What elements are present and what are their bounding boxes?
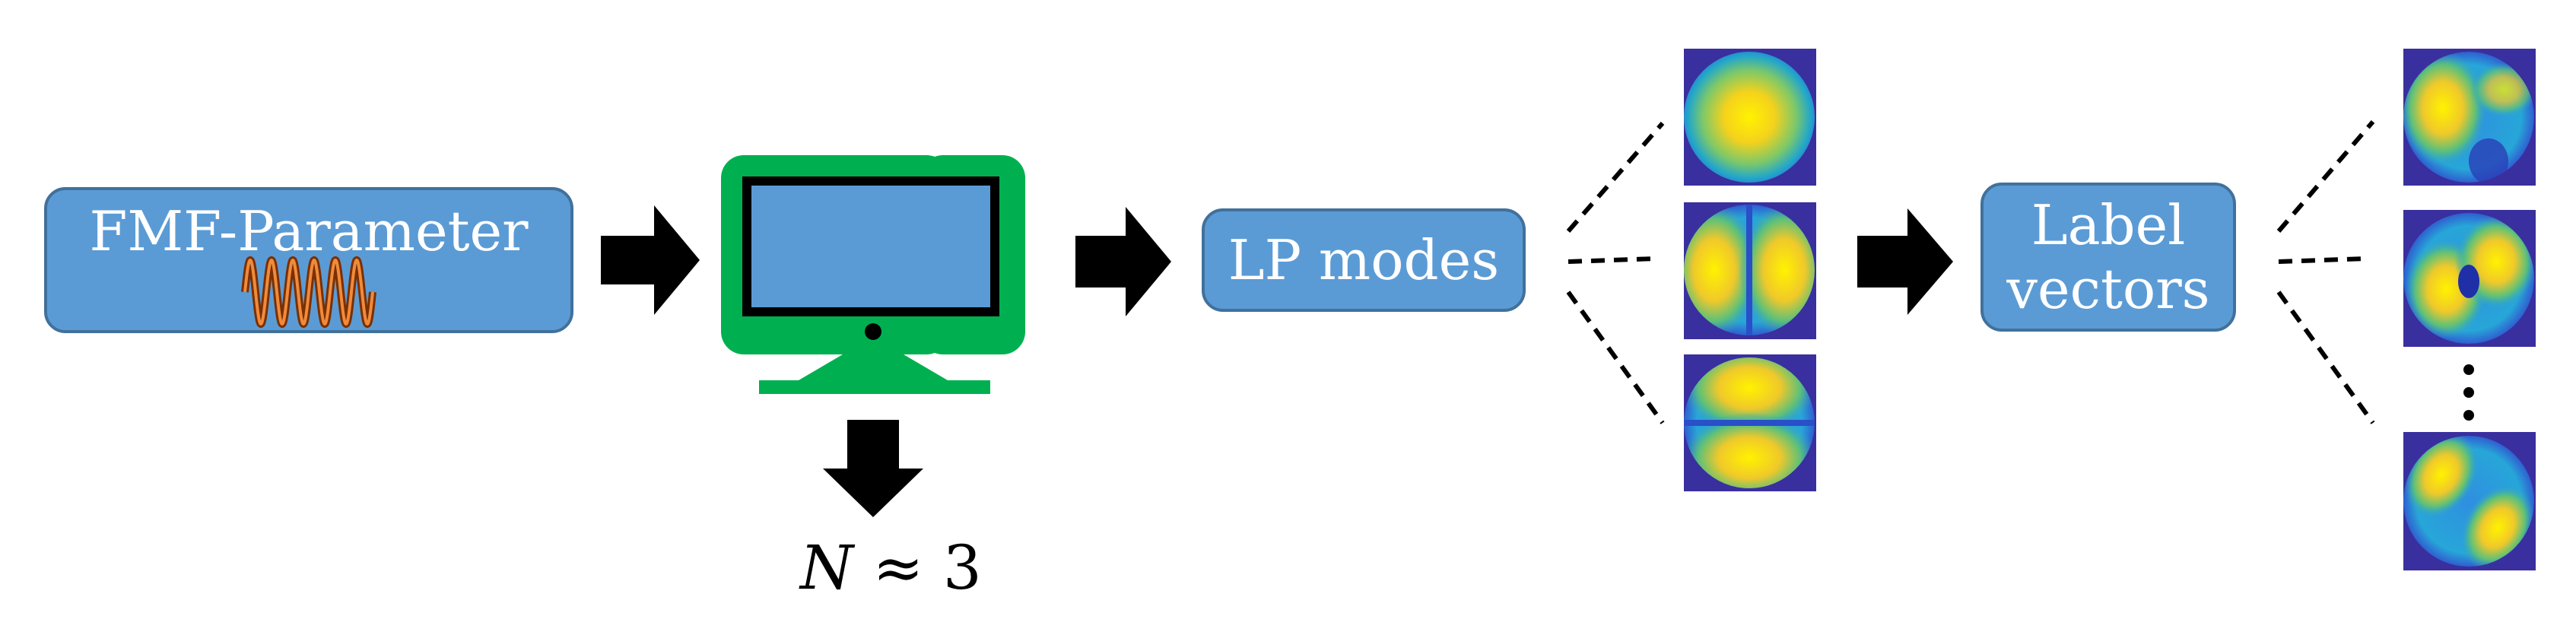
arrow-right-icon-3 — [1857, 208, 1953, 315]
vertical-ellipsis-icon — [2463, 364, 2474, 421]
lp-mode-image-1 — [1684, 49, 1816, 186]
sine-wave-icon — [241, 256, 376, 328]
computer-monitor-icon — [721, 155, 1025, 394]
arrow-down-icon — [823, 420, 923, 517]
mode-count-label: N ≈ 3 — [800, 532, 982, 603]
lp-modes-fan-lines — [1566, 122, 1665, 424]
arrow-right-icon-1 — [601, 205, 700, 315]
lp-mode-image-2 — [1684, 202, 1816, 339]
lp-modes-label: LP modes — [1228, 228, 1500, 292]
label-vector-image-1 — [2403, 49, 2536, 186]
label-vectors-line2: vectors — [2006, 257, 2210, 321]
mode-count-variable: N — [800, 532, 853, 603]
fmf-parameter-label: FMF-Parameter — [89, 199, 529, 263]
lp-modes-box: LP modes — [1202, 208, 1526, 312]
arrow-right-icon-2 — [1075, 207, 1171, 316]
label-vectors-line1: Label — [2031, 193, 2186, 257]
mode-count-value: 3 — [942, 532, 982, 603]
approx-symbol: ≈ — [872, 532, 924, 603]
label-vectors-fan-lines — [2276, 120, 2375, 424]
label-vector-image-2 — [2403, 210, 2536, 347]
lp-mode-image-3 — [1684, 354, 1816, 491]
label-vectors-box: Label vectors — [1980, 183, 2236, 332]
label-vector-image-3 — [2403, 432, 2536, 570]
